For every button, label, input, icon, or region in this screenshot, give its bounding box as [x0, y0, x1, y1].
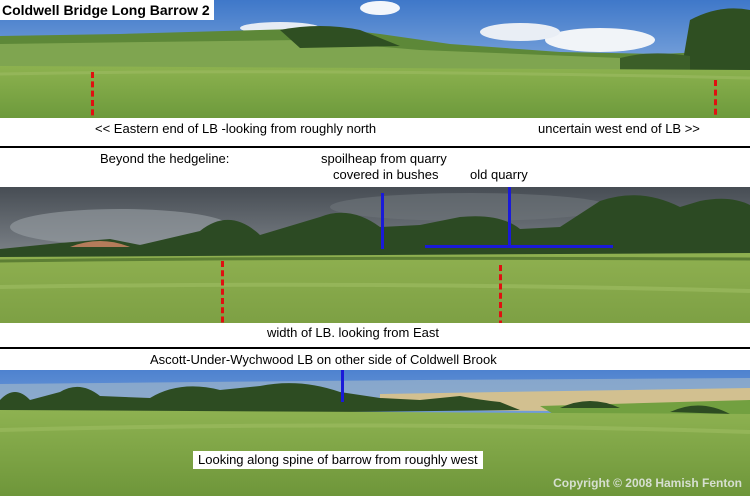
quarry-extent-marker — [425, 245, 613, 248]
spoilheap-label-line1: spoilheap from quarry — [321, 151, 447, 166]
spine-label: Looking along spine of barrow from rough… — [193, 451, 483, 469]
north-view-photo — [0, 0, 750, 118]
east-view-photo — [0, 187, 750, 323]
quarry-label: old quarry — [470, 167, 528, 182]
hedgeline-label: Beyond the hedgeline: — [100, 151, 230, 166]
west-end-marker — [714, 80, 720, 118]
photo-panel-north — [0, 0, 750, 118]
spoilheap-label-line2: covered in bushes — [333, 167, 439, 182]
width-label: width of LB. looking from East — [262, 324, 444, 342]
east-end-marker — [91, 72, 97, 118]
divider-1 — [0, 146, 750, 148]
divider-2 — [0, 347, 750, 349]
width-left-marker — [221, 261, 224, 323]
west-end-label: uncertain west end of LB >> — [538, 121, 700, 136]
ascott-label: Ascott-Under-Wychwood LB on other side o… — [150, 352, 497, 367]
ascott-marker — [341, 370, 344, 402]
page-title: Coldwell Bridge Long Barrow 2 — [0, 0, 214, 20]
quarry-marker-vertical — [508, 187, 511, 247]
east-end-label: << Eastern end of LB -looking from rough… — [95, 121, 377, 136]
copyright-watermark: Copyright © 2008 Hamish Fenton — [553, 476, 742, 490]
width-right-marker — [499, 265, 502, 323]
photo-panel-east — [0, 187, 750, 323]
spoilheap-marker — [381, 193, 384, 249]
